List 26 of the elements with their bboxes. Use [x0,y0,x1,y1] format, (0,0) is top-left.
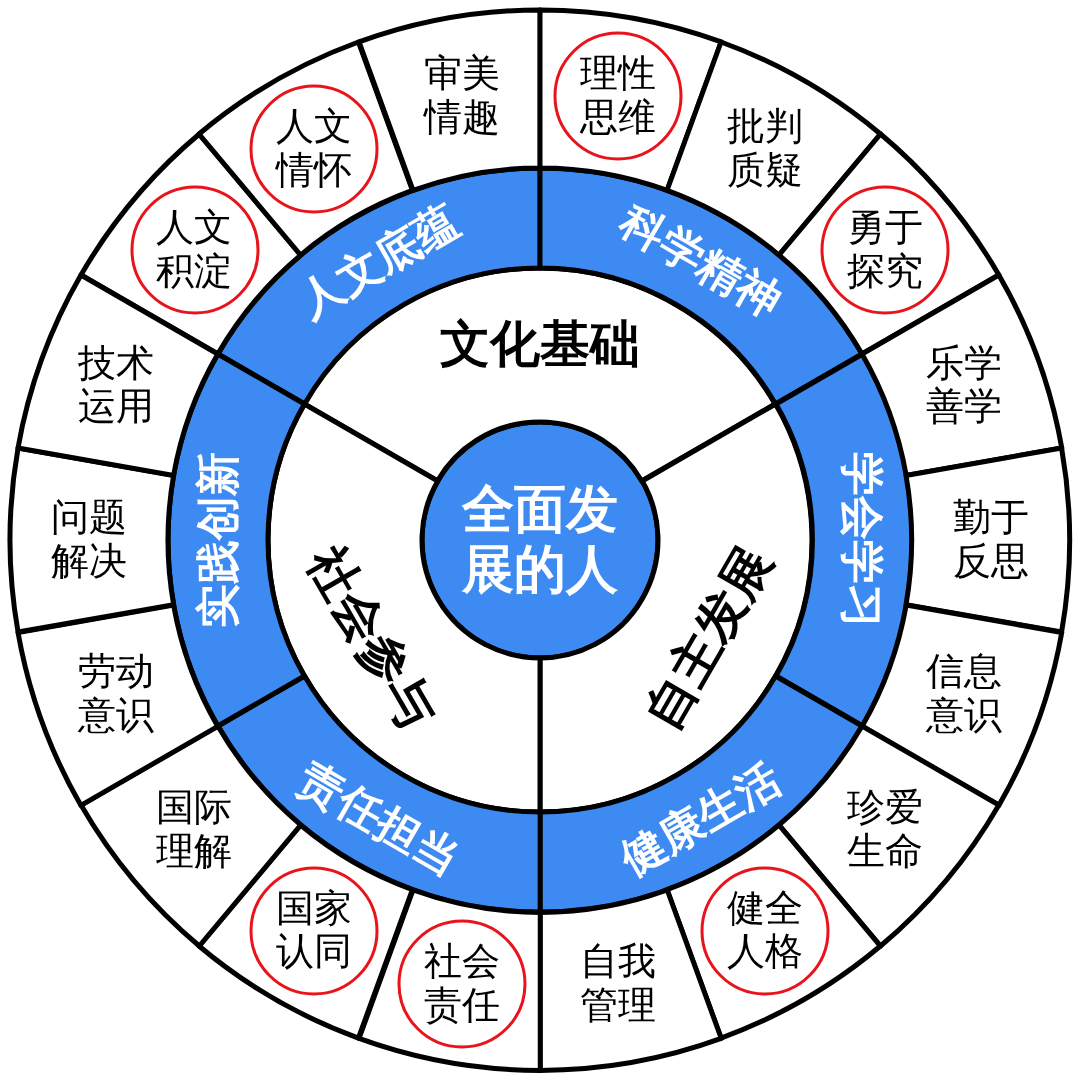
center-label: 全面发展的人 [460,480,619,600]
cell-label: 批判质疑 [726,105,805,194]
cell-label: 审美情趣 [422,52,501,140]
segment-label: 实践创新 [192,452,244,628]
cell-label: 信息意识 [924,650,1003,738]
cell-label: 劳动意识 [77,650,156,738]
cell-label: 勤于反思 [952,496,1030,584]
cell-label: 勇于探究 [846,206,925,294]
segment-label: 责任担当 [290,752,468,885]
sector-label: 自主发展 [633,536,784,739]
cell-label: 人文情怀 [274,105,354,194]
cell-label: 人文积淀 [155,206,234,294]
cell-label: 社会责任 [422,940,501,1028]
cell-label: 乐学善学 [924,342,1003,430]
cell-label: 技术运用 [77,342,156,430]
cell-label: 健全人格 [726,886,805,975]
cell-label: 理性思维 [579,52,658,140]
segment-label: 学会学习 [836,452,888,628]
sector-label: 社会参与 [296,536,446,739]
cell-label: 问题解决 [50,496,128,584]
sector-label: 文化基础 [440,316,640,374]
cell-label: 国家认同 [275,886,354,975]
segment-label: 健康生活 [612,752,790,885]
cell-label: 珍爱生命 [846,786,925,874]
cell-label: 自我管理 [579,940,658,1028]
cell-label: 国际理解 [155,786,234,874]
